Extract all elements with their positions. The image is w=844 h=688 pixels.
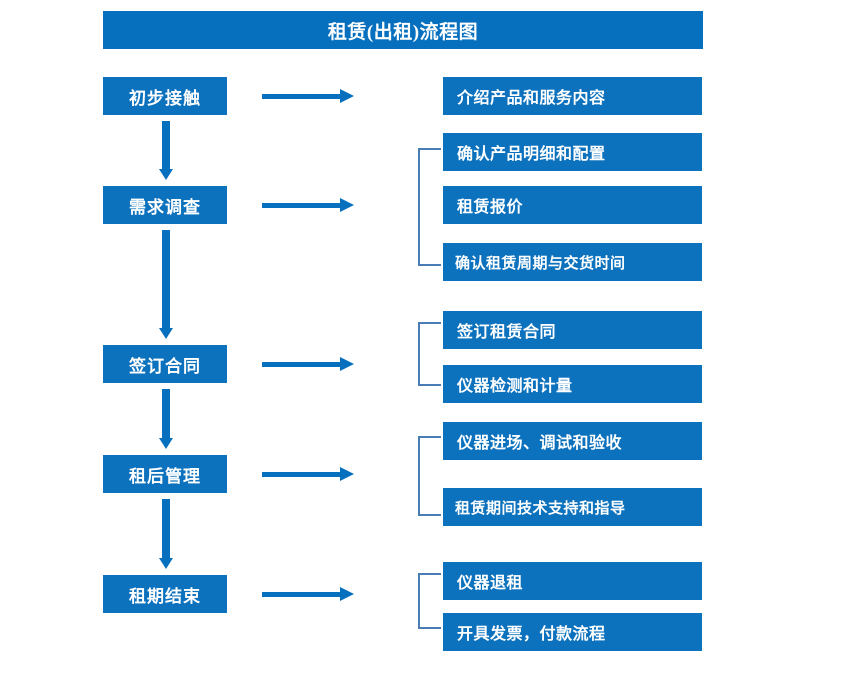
stage-box-sign-contract[interactable]: 签订合同: [103, 345, 227, 383]
stage-box-initial-contact[interactable]: 初步接触: [103, 77, 227, 115]
task-box-confirm-spec[interactable]: 确认产品明细和配置: [443, 133, 702, 171]
stage-box-demand-survey[interactable]: 需求调查: [103, 186, 227, 224]
down-arrow-icon-3: [159, 389, 173, 450]
group-bracket-icon-5: [418, 573, 441, 629]
group-bracket-icon-4: [418, 436, 441, 516]
task-box-instrument-inspect[interactable]: 仪器检测和计量: [443, 365, 702, 403]
group-bracket-icon-2: [418, 148, 441, 266]
task-box-confirm-period[interactable]: 确认租赁周期与交货时间: [443, 243, 702, 281]
right-arrow-icon-3: [262, 356, 356, 372]
right-arrow-icon-4: [262, 466, 356, 482]
stage-box-rental-end[interactable]: 租期结束: [103, 575, 227, 613]
right-arrow-icon-5: [262, 586, 356, 602]
right-arrow-icon-2: [262, 197, 356, 213]
down-arrow-icon-1: [159, 121, 173, 181]
task-box-sign-rental-contract[interactable]: 签订租赁合同: [443, 311, 702, 349]
task-box-tech-support[interactable]: 租赁期间技术支持和指导: [443, 488, 702, 526]
task-box-invoice-payment[interactable]: 开具发票，付款流程: [443, 613, 702, 651]
down-arrow-icon-2: [159, 230, 173, 340]
task-box-instrument-return[interactable]: 仪器退租: [443, 562, 702, 600]
task-box-instrument-install[interactable]: 仪器进场、调试和验收: [443, 422, 702, 460]
task-box-introduce-products[interactable]: 介绍产品和服务内容: [443, 77, 702, 115]
down-arrow-icon-4: [159, 499, 173, 570]
right-arrow-icon-1: [262, 88, 356, 104]
stage-box-post-rent-mgmt[interactable]: 租后管理: [103, 455, 227, 493]
task-box-rental-quote[interactable]: 租赁报价: [443, 186, 702, 224]
page-title: 租赁(出租)流程图: [103, 11, 703, 49]
group-bracket-icon-3: [418, 322, 441, 386]
